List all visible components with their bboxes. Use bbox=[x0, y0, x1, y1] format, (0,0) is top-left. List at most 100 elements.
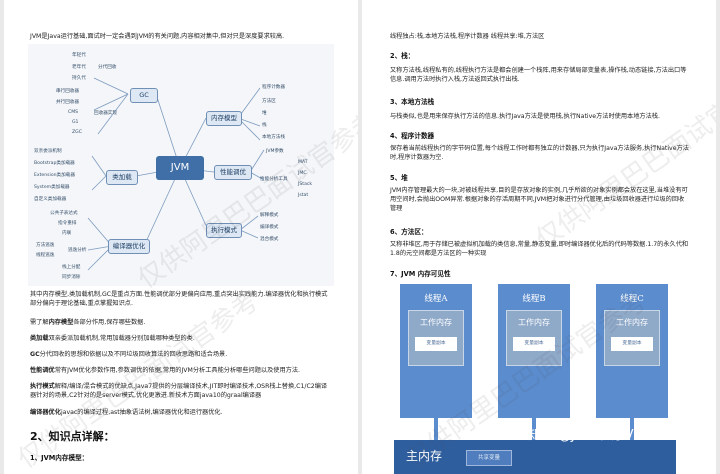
mind-map-leaf: 逃逸分析 bbox=[68, 248, 87, 253]
variable-copy: 变量副本 bbox=[513, 337, 555, 351]
mind-map-leaf: 双亲委派机制 bbox=[34, 149, 62, 154]
right-page: 线程独占:栈,本地方法栈,程序计数器 线程共享:堆,方法区 2、栈： 又称方法栈… bbox=[362, 0, 716, 474]
text-span: 解释/编译/混合模式的优缺点,Java7提供的分层编译技术,JIT即时编译技术,… bbox=[30, 383, 328, 399]
mind-map-leaf: Jstat bbox=[298, 193, 309, 198]
work-memory-title: 工作内存 bbox=[518, 318, 550, 327]
mind-map-leaf: 线程逃逸 bbox=[36, 253, 55, 258]
thread-ownership-line: 线程独占:栈,本地方法栈,程序计数器 线程共享:堆,方法区 bbox=[390, 33, 545, 40]
mind-map-leaf: 串行回收器 bbox=[56, 89, 79, 94]
mind-map-leaf: G1 bbox=[72, 120, 79, 125]
mind-map-leaf: System类加载器 bbox=[34, 185, 70, 190]
left-page: JVM是Java运行基础,面试时一定会遇到JVM的有关问题,内容相对集中,但对只… bbox=[4, 0, 358, 474]
watermark: 仅供阿里巴巴面试官参考 bbox=[12, 286, 265, 474]
subsection-heading: 3、本地方法栈 bbox=[390, 98, 435, 106]
paragraph-memory-model: 需了解内存模型各部分作用,保存哪些数据. bbox=[30, 318, 145, 327]
main-memory-title: 主内存 bbox=[406, 449, 443, 463]
work-memory-title: 工作内存 bbox=[616, 318, 648, 327]
work-memory-box: 工作内存 变量副本 bbox=[408, 310, 464, 366]
mind-map-node-execution-mode: 执行模式 bbox=[206, 223, 242, 238]
variable-copy: 变量副本 bbox=[415, 337, 457, 351]
mind-map-leaf: MAT bbox=[298, 160, 308, 165]
mind-map-leaf: 方法逃逸 bbox=[36, 243, 55, 248]
work-memory-title: 工作内存 bbox=[420, 318, 452, 327]
bold-term: 性能调优 bbox=[30, 367, 55, 374]
paragraph-execution-mode: 执行模式解释/编译/混合模式的优缺点,Java7提供的分层编译技术,JIT即时编… bbox=[30, 382, 332, 400]
mind-map-leaf: 栈上分配 bbox=[62, 265, 81, 270]
mind-map-node-memory-model: 内存模型 bbox=[206, 111, 242, 126]
bold-term: 内存模型 bbox=[48, 319, 74, 326]
bold-term: 类加载 bbox=[30, 335, 49, 342]
subsection-heading: 1、JVM内存模型： bbox=[30, 454, 89, 462]
subsection-heading: 7、JVM 内存可见性 bbox=[390, 270, 451, 278]
mind-map-leaf: 内联 bbox=[62, 231, 72, 236]
mind-map-leaf: JVM参数 bbox=[266, 149, 284, 154]
text-span: 双亲委派加载机制,常用加载器分别加载哪种类型的类. bbox=[48, 335, 195, 342]
mind-map-leaf: 编译模式 bbox=[260, 225, 279, 230]
work-memory-box: 工作内存 变量副本 bbox=[604, 310, 660, 366]
mind-map-leaf: 解释模式 bbox=[260, 213, 279, 218]
connector bbox=[434, 418, 438, 440]
text-span: 各部分作用,保存哪些数据. bbox=[73, 319, 146, 326]
mind-map-leaf: 程序计数器 bbox=[262, 85, 285, 90]
subsection-heading: 5、堆 bbox=[390, 174, 408, 182]
subsection-heading: 2、栈： bbox=[390, 52, 415, 60]
paragraph-performance: 性能调优常有JVM优化参数作用,参数调优的依据,常用的JVM分析工具能分析哪些问… bbox=[30, 366, 300, 375]
thread-box: 线程C 工作内存 变量副本 bbox=[596, 284, 668, 418]
mind-map-leaf: 同步消除 bbox=[62, 275, 81, 280]
mind-map-leaf: 回收器实现 bbox=[94, 111, 117, 116]
paragraph-stack: 又称方法栈,线程私有的,线程执行方法是都会创建一个栈阵,用来存储局部变量表,操作… bbox=[390, 67, 687, 83]
mind-map-leaf: JStack bbox=[298, 182, 313, 187]
intro-text: JVM是Java运行基础,面试时一定会遇到JVM的有关问题,内容相对集中,但对只… bbox=[30, 33, 285, 40]
thread-box: 线程A 工作内存 变量副本 bbox=[400, 284, 472, 418]
section-heading: 2、知识点详解： bbox=[30, 430, 115, 443]
text-span: 分代回收的思想和依据以及不同垃圾回收算法的回收思路和适合场景. bbox=[39, 351, 228, 358]
shared-variable: 共享变量 bbox=[466, 450, 512, 466]
connector bbox=[532, 418, 536, 440]
mind-map-leaf: 年轻代 bbox=[72, 53, 86, 58]
text-span: javac的编译过程,ast抽象语法树,编译器优化和运行器优化. bbox=[60, 409, 223, 416]
paragraph-compiler: 编译器优化javac的编译过程,ast抽象语法树,编译器优化和运行器优化. bbox=[30, 408, 223, 417]
mind-map-leaf: 栈 bbox=[262, 123, 267, 128]
paragraph-class-loading: 类加载双亲委派加载机制,常用加载器分别加载哪种类型的类. bbox=[30, 334, 195, 343]
jvm-mind-map: JVM GC 内存模型 类加载 性能调优 编译器优化 执行模式 年轻代 老年代 … bbox=[28, 44, 334, 286]
bold-term: GC bbox=[30, 351, 40, 358]
mind-map-leaf: 持久代 bbox=[72, 76, 86, 81]
subsection-heading: 4、程序计数器 bbox=[390, 132, 435, 140]
mind-map-leaf: 公共子表达式 bbox=[50, 211, 78, 216]
mind-map-leaf: 老年代 bbox=[72, 65, 86, 70]
mind-map-leaf: 分代回收 bbox=[98, 65, 117, 70]
mind-map-leaf: 指令重排 bbox=[58, 221, 77, 226]
mind-map-leaf: 自定义类加载器 bbox=[34, 197, 67, 202]
text-span: 常有JVM优化参数作用,参数调优的依据,常用的JVM分析工具能分析哪些问题以及使… bbox=[54, 367, 301, 374]
mind-map-leaf: Bootstrap类加载器 bbox=[34, 161, 75, 166]
paragraph-overview: 其中内存模型,类加载机制,GC是重点方面.性能调优部分更偏向应用,重点突出实践能… bbox=[30, 291, 328, 307]
work-memory-box: 工作内存 变量副本 bbox=[506, 310, 562, 366]
bold-term: 执行模式 bbox=[30, 383, 55, 390]
mind-map-leaf: JMC bbox=[298, 171, 307, 176]
mind-map-leaf: 并行回收器 bbox=[56, 100, 79, 105]
mind-map-leaf: 本地方法栈 bbox=[262, 135, 285, 140]
paragraph-program-counter: 保存着当前线程执行的字节码位置,每个线程工作时都有独立的计数器,只为执行Java… bbox=[390, 145, 689, 161]
mind-map-leaf: 方法区 bbox=[262, 99, 276, 104]
mind-map-leaf: 堆 bbox=[262, 111, 267, 116]
memory-visibility-diagram: 线程A 工作内存 变量副本 线程B 工作内存 变量副本 线程C 工作内存 变量副… bbox=[394, 284, 676, 474]
paragraph-method-area: 又称非堆区,用于存储已被虚拟机加载的类信息,常量,静态变量,即时编译器优化后的代… bbox=[390, 241, 689, 257]
mind-map-leaf: CMS bbox=[68, 110, 79, 115]
thread-title: 线程A bbox=[424, 294, 448, 304]
paragraph-gc: GC分代回收的思想和依据以及不同垃圾回收算法的回收思路和适合场景. bbox=[30, 350, 227, 359]
zhihu-watermark: 知乎 @Java程序V bbox=[528, 428, 634, 443]
mind-map-leaf: 混合模式 bbox=[260, 237, 279, 242]
main-memory-box: 主内存 共享变量 bbox=[394, 440, 676, 474]
bold-term: 编译器优化 bbox=[30, 409, 61, 416]
mind-map-node-compiler-optimization: 编译器优化 bbox=[108, 239, 150, 254]
subsection-heading: 6、方法区： bbox=[390, 228, 428, 236]
paragraph-native-stack: 与栈类似,也是用来保存执行方法的信息.执行Java方法是使用栈,执行Native… bbox=[390, 113, 660, 120]
connector bbox=[630, 418, 634, 440]
mind-map-leaf: Extension类加载器 bbox=[34, 173, 75, 178]
mind-map-node-class-loading: 类加载 bbox=[106, 170, 138, 185]
mind-map-leaf: ZGC bbox=[72, 130, 82, 135]
paragraph-heap: JVM内存管理最大的一块,对被线程共享,目的是存放对象的实例,几乎所欲的对象实例… bbox=[390, 187, 688, 212]
mind-map-leaf: 性能分析工具 bbox=[260, 177, 288, 182]
mind-map-center-node: JVM bbox=[156, 156, 204, 180]
mind-map-node-gc: GC bbox=[130, 88, 158, 103]
